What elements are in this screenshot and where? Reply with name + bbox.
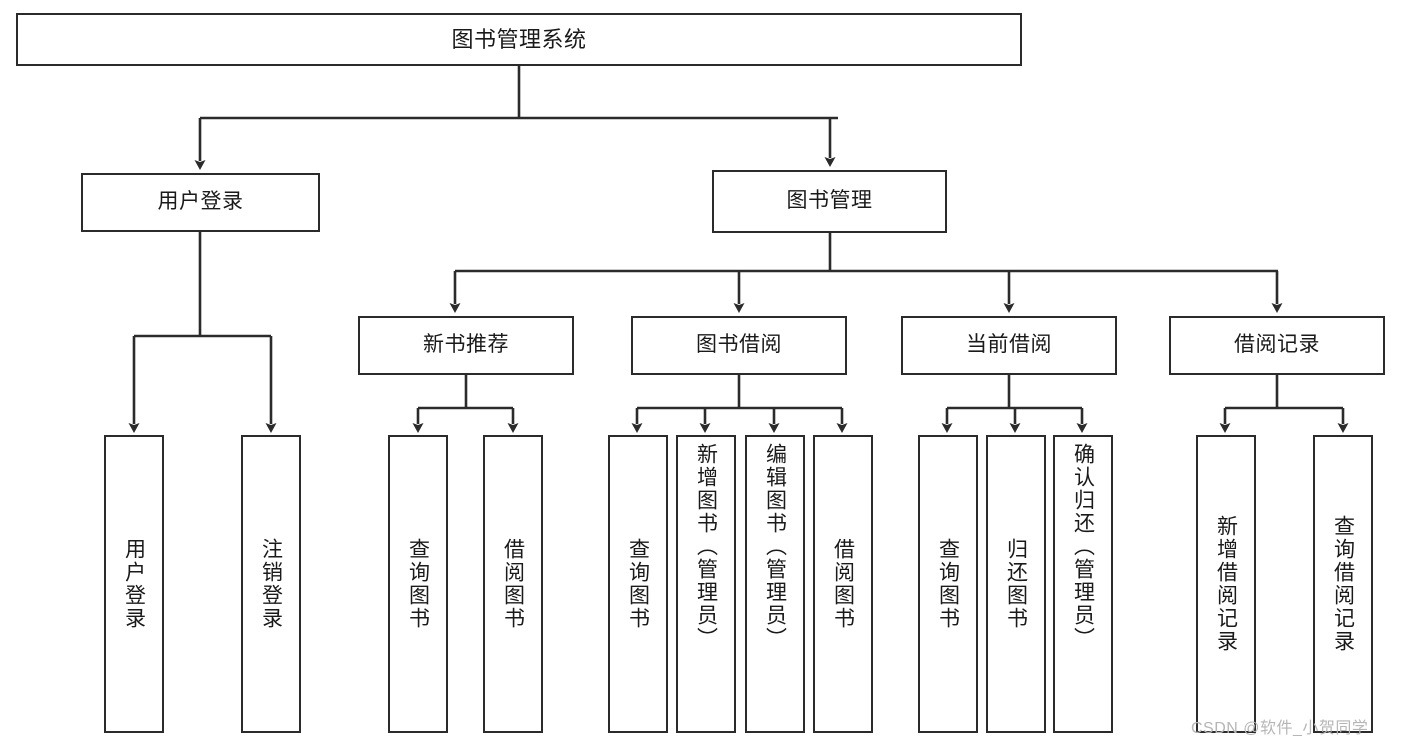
leaf-record-query-borrow-record[interactable]: 查询借阅记录 [1313, 435, 1373, 733]
leaf-borrow-add-book-admin[interactable]: 新增图书（管理员） [676, 435, 736, 733]
node-label: 新增图书（管理员） [694, 443, 718, 650]
leaf-borrow-borrow-book[interactable]: 借阅图书 [813, 435, 873, 733]
leaf-current-query-book[interactable]: 查询图书 [918, 435, 978, 733]
node-user-login[interactable]: 用户登录 [81, 173, 320, 232]
node-label: 用户登录 [157, 190, 244, 214]
leaf-user-login-login[interactable]: 用户登录 [104, 435, 164, 733]
node-label: 新增借阅记录 [1214, 515, 1238, 653]
node-label: 归还图书 [1004, 538, 1028, 630]
node-borrowing-record[interactable]: 借阅记录 [1169, 316, 1385, 375]
node-root-book-management-system[interactable]: 图书管理系统 [16, 13, 1022, 66]
node-label: 查询借阅记录 [1331, 515, 1355, 653]
leaf-new-book-borrow-book[interactable]: 借阅图书 [483, 435, 543, 733]
node-label: 借阅图书 [831, 538, 855, 630]
node-label: 新书推荐 [423, 333, 509, 357]
node-label: 图书管理 [786, 189, 873, 213]
leaf-record-add-borrow-record[interactable]: 新增借阅记录 [1196, 435, 1256, 733]
node-label: 图书管理系统 [451, 26, 587, 52]
node-label: 查询图书 [626, 538, 650, 630]
csdn-watermark: CSDN @软件_小贺同学 [1191, 720, 1369, 737]
node-label: 借阅图书 [501, 538, 525, 630]
node-label: 图书借阅 [696, 333, 782, 357]
node-label: 编辑图书（管理员） [763, 443, 787, 650]
leaf-borrow-query-book[interactable]: 查询图书 [608, 435, 668, 733]
leaf-user-login-logout[interactable]: 注销登录 [241, 435, 301, 733]
node-book-borrowing[interactable]: 图书借阅 [631, 316, 847, 375]
node-label: 确认归还（管理员） [1071, 443, 1095, 650]
node-label: 查询图书 [406, 538, 430, 630]
node-book-management[interactable]: 图书管理 [712, 170, 947, 233]
node-current-borrowing[interactable]: 当前借阅 [901, 316, 1117, 375]
node-label: 用户登录 [122, 538, 146, 630]
node-new-book-recommendation[interactable]: 新书推荐 [358, 316, 574, 375]
node-label: 查询图书 [936, 538, 960, 630]
leaf-borrow-edit-book-admin[interactable]: 编辑图书（管理员） [745, 435, 805, 733]
leaf-current-return-book[interactable]: 归还图书 [986, 435, 1046, 733]
leaf-new-book-query-book[interactable]: 查询图书 [388, 435, 448, 733]
node-label: 当前借阅 [966, 333, 1052, 357]
node-label: 借阅记录 [1234, 333, 1320, 357]
node-label: 注销登录 [259, 538, 283, 630]
leaf-current-confirm-return-admin[interactable]: 确认归还（管理员） [1053, 435, 1113, 733]
